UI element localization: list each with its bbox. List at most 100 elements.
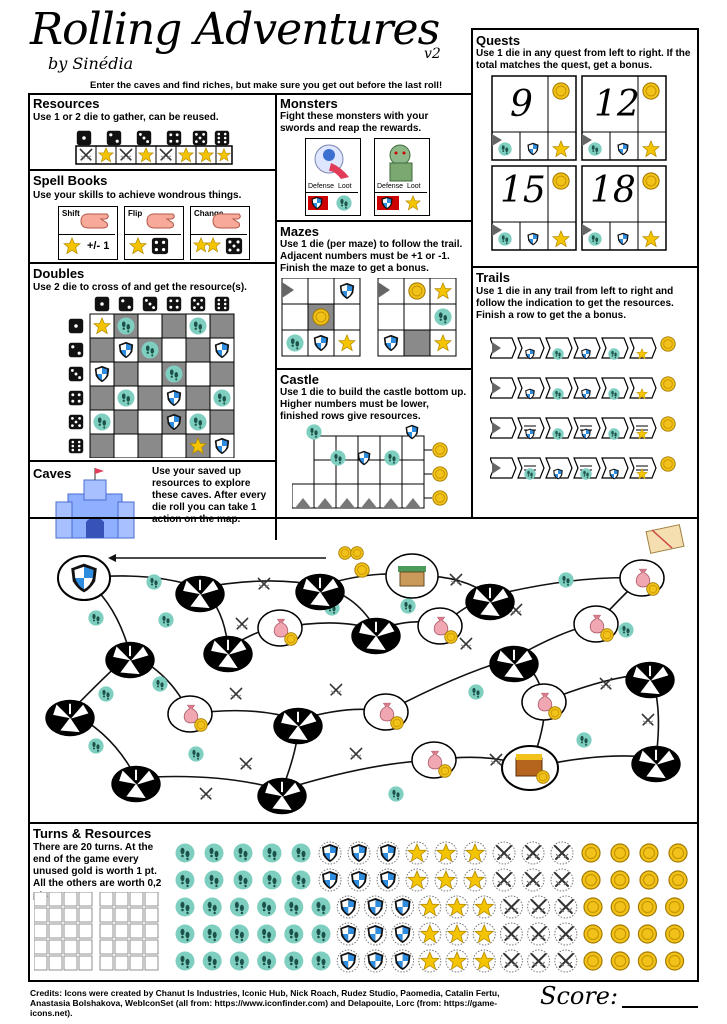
spell-card-shift[interactable]: Shift +/- 1 [58, 206, 118, 260]
footsteps-icon[interactable] [291, 843, 311, 863]
turn-box[interactable] [48, 955, 63, 971]
swords-icon[interactable] [503, 899, 520, 914]
shield-icon[interactable] [340, 952, 357, 970]
castle-build-area[interactable] [292, 424, 462, 514]
turn-box[interactable] [144, 907, 159, 923]
turn-box[interactable] [129, 923, 144, 939]
gold-coin-icon[interactable] [610, 870, 630, 890]
swords-icon[interactable] [503, 953, 520, 968]
shield-icon[interactable] [380, 844, 396, 862]
footsteps-icon[interactable] [262, 843, 282, 863]
turn-box[interactable] [34, 939, 48, 955]
shield-icon[interactable] [394, 898, 411, 916]
turn-box[interactable] [48, 907, 63, 923]
turn-box[interactable] [63, 892, 78, 907]
footsteps-icon[interactable] [229, 924, 249, 944]
castle-cell[interactable] [401, 435, 425, 461]
spell-card-flip[interactable]: Flip [124, 206, 184, 260]
maze-cell[interactable] [403, 303, 431, 331]
footsteps-icon[interactable] [229, 951, 249, 971]
star-icon[interactable] [436, 870, 456, 889]
star-icon[interactable] [420, 951, 440, 970]
doubles-cell[interactable] [161, 337, 187, 363]
turn-box[interactable] [63, 939, 78, 955]
star-icon[interactable] [420, 897, 440, 916]
star-icon[interactable] [474, 897, 494, 916]
turn-box[interactable] [78, 892, 93, 907]
turn-box[interactable] [129, 892, 144, 907]
cave-icon[interactable] [272, 706, 324, 746]
turn-box[interactable] [78, 939, 93, 955]
doubles-cell[interactable] [89, 433, 115, 458]
turn-box[interactable] [114, 939, 129, 955]
footsteps-icon[interactable] [229, 897, 249, 917]
turn-box[interactable] [129, 955, 144, 971]
footsteps-icon[interactable] [204, 870, 224, 890]
doubles-cell[interactable] [185, 385, 211, 411]
doubles-cell[interactable] [137, 361, 163, 387]
turn-box[interactable] [34, 923, 48, 939]
shield-icon[interactable] [322, 871, 338, 889]
trail-cell[interactable] [629, 457, 657, 479]
trail-cell[interactable] [517, 337, 545, 359]
turn-tracker[interactable] [34, 892, 164, 978]
doubles-cell[interactable] [209, 409, 235, 435]
gold-coin-icon[interactable] [610, 924, 630, 944]
gold-coin-icon[interactable] [610, 951, 630, 971]
swords-icon[interactable] [554, 872, 570, 887]
star-icon[interactable] [465, 870, 485, 889]
star-icon[interactable] [407, 870, 427, 889]
cave-icon[interactable] [294, 572, 346, 612]
swords-icon[interactable] [496, 872, 512, 887]
turn-box[interactable] [63, 955, 78, 971]
shield-icon[interactable] [322, 844, 338, 862]
trail-cell[interactable] [517, 417, 545, 439]
monster-card-1[interactable]: Defense Loot [305, 138, 361, 216]
swords-icon[interactable] [503, 926, 520, 941]
footsteps-icon[interactable] [257, 924, 277, 944]
doubles-cell[interactable] [161, 313, 187, 339]
resource-tracker[interactable] [172, 840, 694, 978]
doubles-cell[interactable] [185, 337, 211, 363]
maze-cell[interactable] [377, 303, 405, 331]
shield-icon[interactable] [394, 952, 411, 970]
turn-box[interactable] [48, 939, 63, 955]
turn-box[interactable] [144, 892, 159, 907]
cave-icon[interactable] [256, 776, 308, 816]
swords-icon[interactable] [530, 953, 547, 968]
gold-coin-icon[interactable] [637, 951, 658, 971]
gold-coin-icon[interactable] [664, 897, 685, 917]
swords-icon[interactable] [496, 845, 512, 860]
cave-map[interactable] [36, 524, 692, 820]
doubles-cell[interactable] [185, 361, 211, 387]
turn-box[interactable] [99, 955, 114, 971]
turn-box[interactable] [34, 907, 48, 923]
swords-icon[interactable] [525, 872, 541, 887]
star-icon[interactable] [447, 951, 467, 970]
swords-icon[interactable] [530, 899, 547, 914]
castle-cell[interactable] [401, 459, 425, 485]
cave-icon[interactable] [624, 660, 676, 700]
doubles-cell[interactable] [137, 385, 163, 411]
trail-cell[interactable] [601, 457, 629, 479]
footsteps-icon[interactable] [175, 843, 195, 863]
shield-icon[interactable] [367, 898, 384, 916]
footsteps-icon[interactable] [311, 924, 331, 944]
footsteps-icon[interactable] [202, 951, 222, 971]
turn-box[interactable] [114, 907, 129, 923]
footsteps-icon[interactable] [257, 951, 277, 971]
turn-box[interactable] [63, 907, 78, 923]
footsteps-icon[interactable] [204, 843, 224, 863]
swords-icon[interactable] [530, 926, 547, 941]
star-icon[interactable] [407, 843, 427, 862]
footsteps-icon[interactable] [284, 897, 304, 917]
footsteps-icon[interactable] [175, 897, 195, 917]
doubles-cell[interactable] [161, 433, 187, 458]
turn-box[interactable] [78, 923, 93, 939]
shield-icon[interactable] [367, 925, 384, 943]
shield-icon[interactable] [380, 871, 396, 889]
cave-icon[interactable] [464, 582, 516, 622]
maze-cell[interactable] [333, 303, 361, 331]
turn-box[interactable] [114, 892, 129, 907]
turn-box[interactable] [99, 923, 114, 939]
